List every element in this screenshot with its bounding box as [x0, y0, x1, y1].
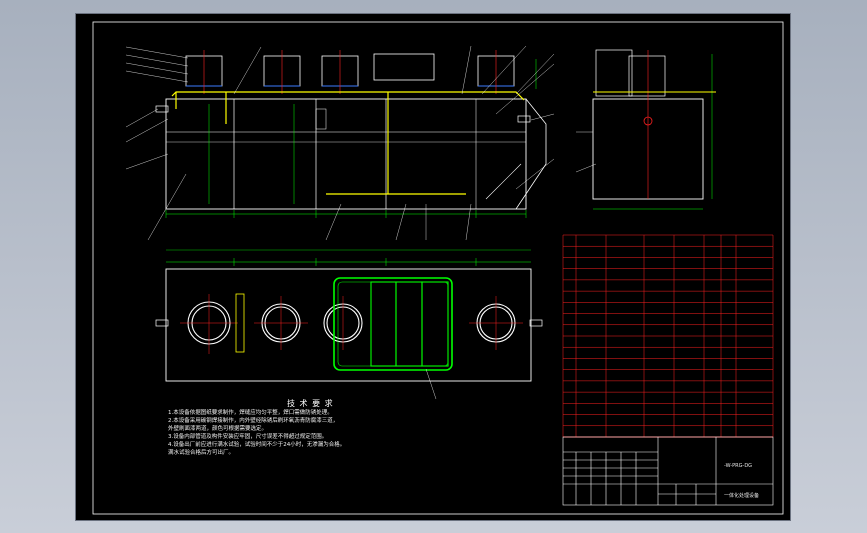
technical-requirement-line-5: 4.设备出厂前应进行满水试验，试验时间不少于24小时，无渗漏为合格。	[168, 442, 346, 448]
drawing-sheet: 技 术 要 求 1.本设备依据图纸要求制作，焊缝应均匀平整，焊口需做防锈处理。 …	[75, 13, 791, 521]
parts-list-table	[562, 234, 774, 438]
technical-requirement-line-2: 2.本设备采用碳钢焊接制作，内外壁经除锈后刷环氧沥青防腐漆三道，	[168, 418, 339, 424]
title-block	[562, 436, 774, 506]
side-elevation-view	[575, 49, 716, 210]
technical-requirement-line-1: 1.本设备依据图纸要求制作，焊缝应均匀平整，焊口需做防锈处理。	[168, 410, 333, 416]
technical-requirements-title: 技 术 要 求	[287, 399, 334, 408]
technical-requirement-line-3: 外壁刷面漆两道，颜色可根据需要选定。	[168, 426, 268, 432]
drawing-border	[92, 21, 784, 515]
drawing-title: 一体化处理设备	[724, 493, 760, 499]
front-elevation-view	[125, 45, 555, 241]
cad-drawing	[92, 21, 784, 515]
plan-view	[155, 249, 543, 400]
technical-requirement-line-6: 满水试验合格后方可出厂。	[168, 450, 235, 456]
technical-requirement-line-4: 3.设备内部管道及构件安装应牢固，尺寸误差不得超过规定范围。	[168, 434, 328, 440]
drawing-number: -W-PRG-DG	[724, 463, 753, 469]
